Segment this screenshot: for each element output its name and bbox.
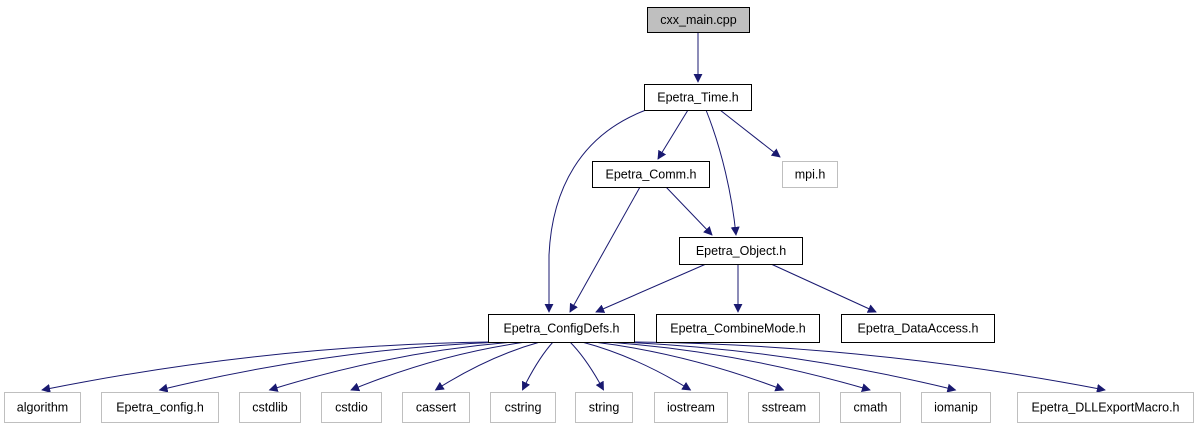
node-label: cmath	[853, 401, 887, 415]
edge-epetra_configdefs-to-iostream	[581, 341, 692, 391]
node-box	[840, 392, 901, 423]
edge-epetra_time-to-mpi	[719, 109, 781, 158]
edge-epetra_comm-to-epetra_configdefs	[569, 186, 641, 313]
node-label: Epetra_CombineMode.h	[670, 322, 806, 336]
node-box	[654, 392, 728, 423]
edge-epetra_comm-to-epetra_object	[665, 186, 713, 236]
node-box	[321, 392, 382, 423]
edge-epetra_time-to-epetra_configdefs	[544, 109, 647, 313]
node-epetra_dataaccess[interactable]: Epetra_DataAccess.h	[841, 314, 995, 343]
edges-layer	[41, 32, 1106, 393]
node-box	[921, 392, 991, 423]
node-epetra_comm[interactable]: Epetra_Comm.h	[592, 161, 710, 188]
edge-epetra_configdefs-to-algorithm	[41, 341, 491, 393]
edge-epetra_object-to-epetra_dataaccess	[770, 263, 877, 313]
node-box	[644, 84, 752, 111]
node-box	[748, 392, 820, 423]
node-label: Epetra_Time.h	[657, 91, 739, 105]
edge-epetra_configdefs-to-cmath	[605, 341, 871, 393]
edge-epetra_time-to-epetra_object	[705, 109, 740, 236]
node-mpi[interactable]: mpi.h	[782, 161, 838, 188]
node-label: cstdio	[335, 401, 368, 415]
node-epetra_dllexportmacro[interactable]: Epetra_DLLExportMacro.h	[1017, 392, 1194, 423]
edge-epetra_configdefs-to-cstdlib	[268, 341, 515, 392]
node-label: cassert	[416, 401, 457, 415]
node-label: iomanip	[934, 401, 978, 415]
node-epetra_time[interactable]: Epetra_Time.h	[644, 84, 752, 111]
node-label: cstring	[505, 401, 542, 415]
edge-epetra_time-to-epetra_comm	[657, 109, 689, 160]
edge-epetra_configdefs-to-iomanip	[617, 341, 957, 393]
node-label: Epetra_Comm.h	[605, 168, 696, 182]
node-cstring[interactable]: cstring	[490, 392, 556, 423]
node-label: cstdlib	[252, 401, 287, 415]
node-box	[488, 314, 635, 343]
node-box	[4, 392, 81, 423]
node-epetra_object[interactable]: Epetra_Object.h	[679, 237, 803, 265]
node-string[interactable]: string	[575, 392, 633, 423]
node-box	[402, 392, 470, 423]
node-box	[656, 314, 820, 343]
edge-epetra_configdefs-to-string	[569, 341, 604, 391]
node-label: Epetra_DataAccess.h	[858, 322, 979, 336]
node-cmath[interactable]: cmath	[840, 392, 901, 423]
node-label: iostream	[667, 401, 715, 415]
node-label: Epetra_config.h	[116, 401, 204, 415]
node-label: Epetra_ConfigDefs.h	[503, 322, 619, 336]
node-iostream[interactable]: iostream	[654, 392, 728, 423]
node-label: string	[589, 401, 620, 415]
node-label: mpi.h	[795, 168, 826, 182]
node-cassert[interactable]: cassert	[402, 392, 470, 423]
node-box	[841, 314, 995, 343]
node-epetra_config[interactable]: Epetra_config.h	[101, 392, 219, 423]
node-box	[239, 392, 301, 423]
node-box	[647, 7, 750, 33]
node-box	[782, 161, 838, 188]
node-box	[575, 392, 633, 423]
node-cstdlib[interactable]: cstdlib	[239, 392, 301, 423]
edge-epetra_configdefs-to-epetra_config	[158, 341, 503, 393]
node-algorithm[interactable]: algorithm	[4, 392, 81, 423]
edge-epetra_object-to-epetra_configdefs	[595, 263, 707, 313]
node-box	[592, 161, 710, 188]
node-epetra_combinemode[interactable]: Epetra_CombineMode.h	[656, 314, 820, 343]
node-box	[490, 392, 556, 423]
node-epetra_configdefs[interactable]: Epetra_ConfigDefs.h	[488, 314, 635, 343]
node-box	[101, 392, 219, 423]
node-cxx_main[interactable]: cxx_main.cpp	[647, 7, 750, 33]
node-label: Epetra_DLLExportMacro.h	[1032, 401, 1180, 415]
node-sstream[interactable]: sstream	[748, 392, 820, 423]
node-label: algorithm	[17, 401, 68, 415]
edge-epetra_configdefs-to-epetra_dllexportmacro	[629, 341, 1106, 393]
edge-epetra_configdefs-to-cassert	[434, 341, 541, 391]
node-label: Epetra_Object.h	[696, 244, 786, 258]
node-box	[679, 237, 803, 265]
edge-epetra_configdefs-to-sstream	[593, 341, 785, 392]
edge-epetra_configdefs-to-cstring	[522, 341, 554, 391]
node-cstdio[interactable]: cstdio	[321, 392, 382, 423]
edge-epetra_configdefs-to-cstdio	[350, 341, 527, 392]
node-box	[1017, 392, 1194, 423]
node-label: sstream	[762, 401, 806, 415]
node-label: cxx_main.cpp	[660, 13, 736, 27]
node-iomanip[interactable]: iomanip	[921, 392, 991, 423]
